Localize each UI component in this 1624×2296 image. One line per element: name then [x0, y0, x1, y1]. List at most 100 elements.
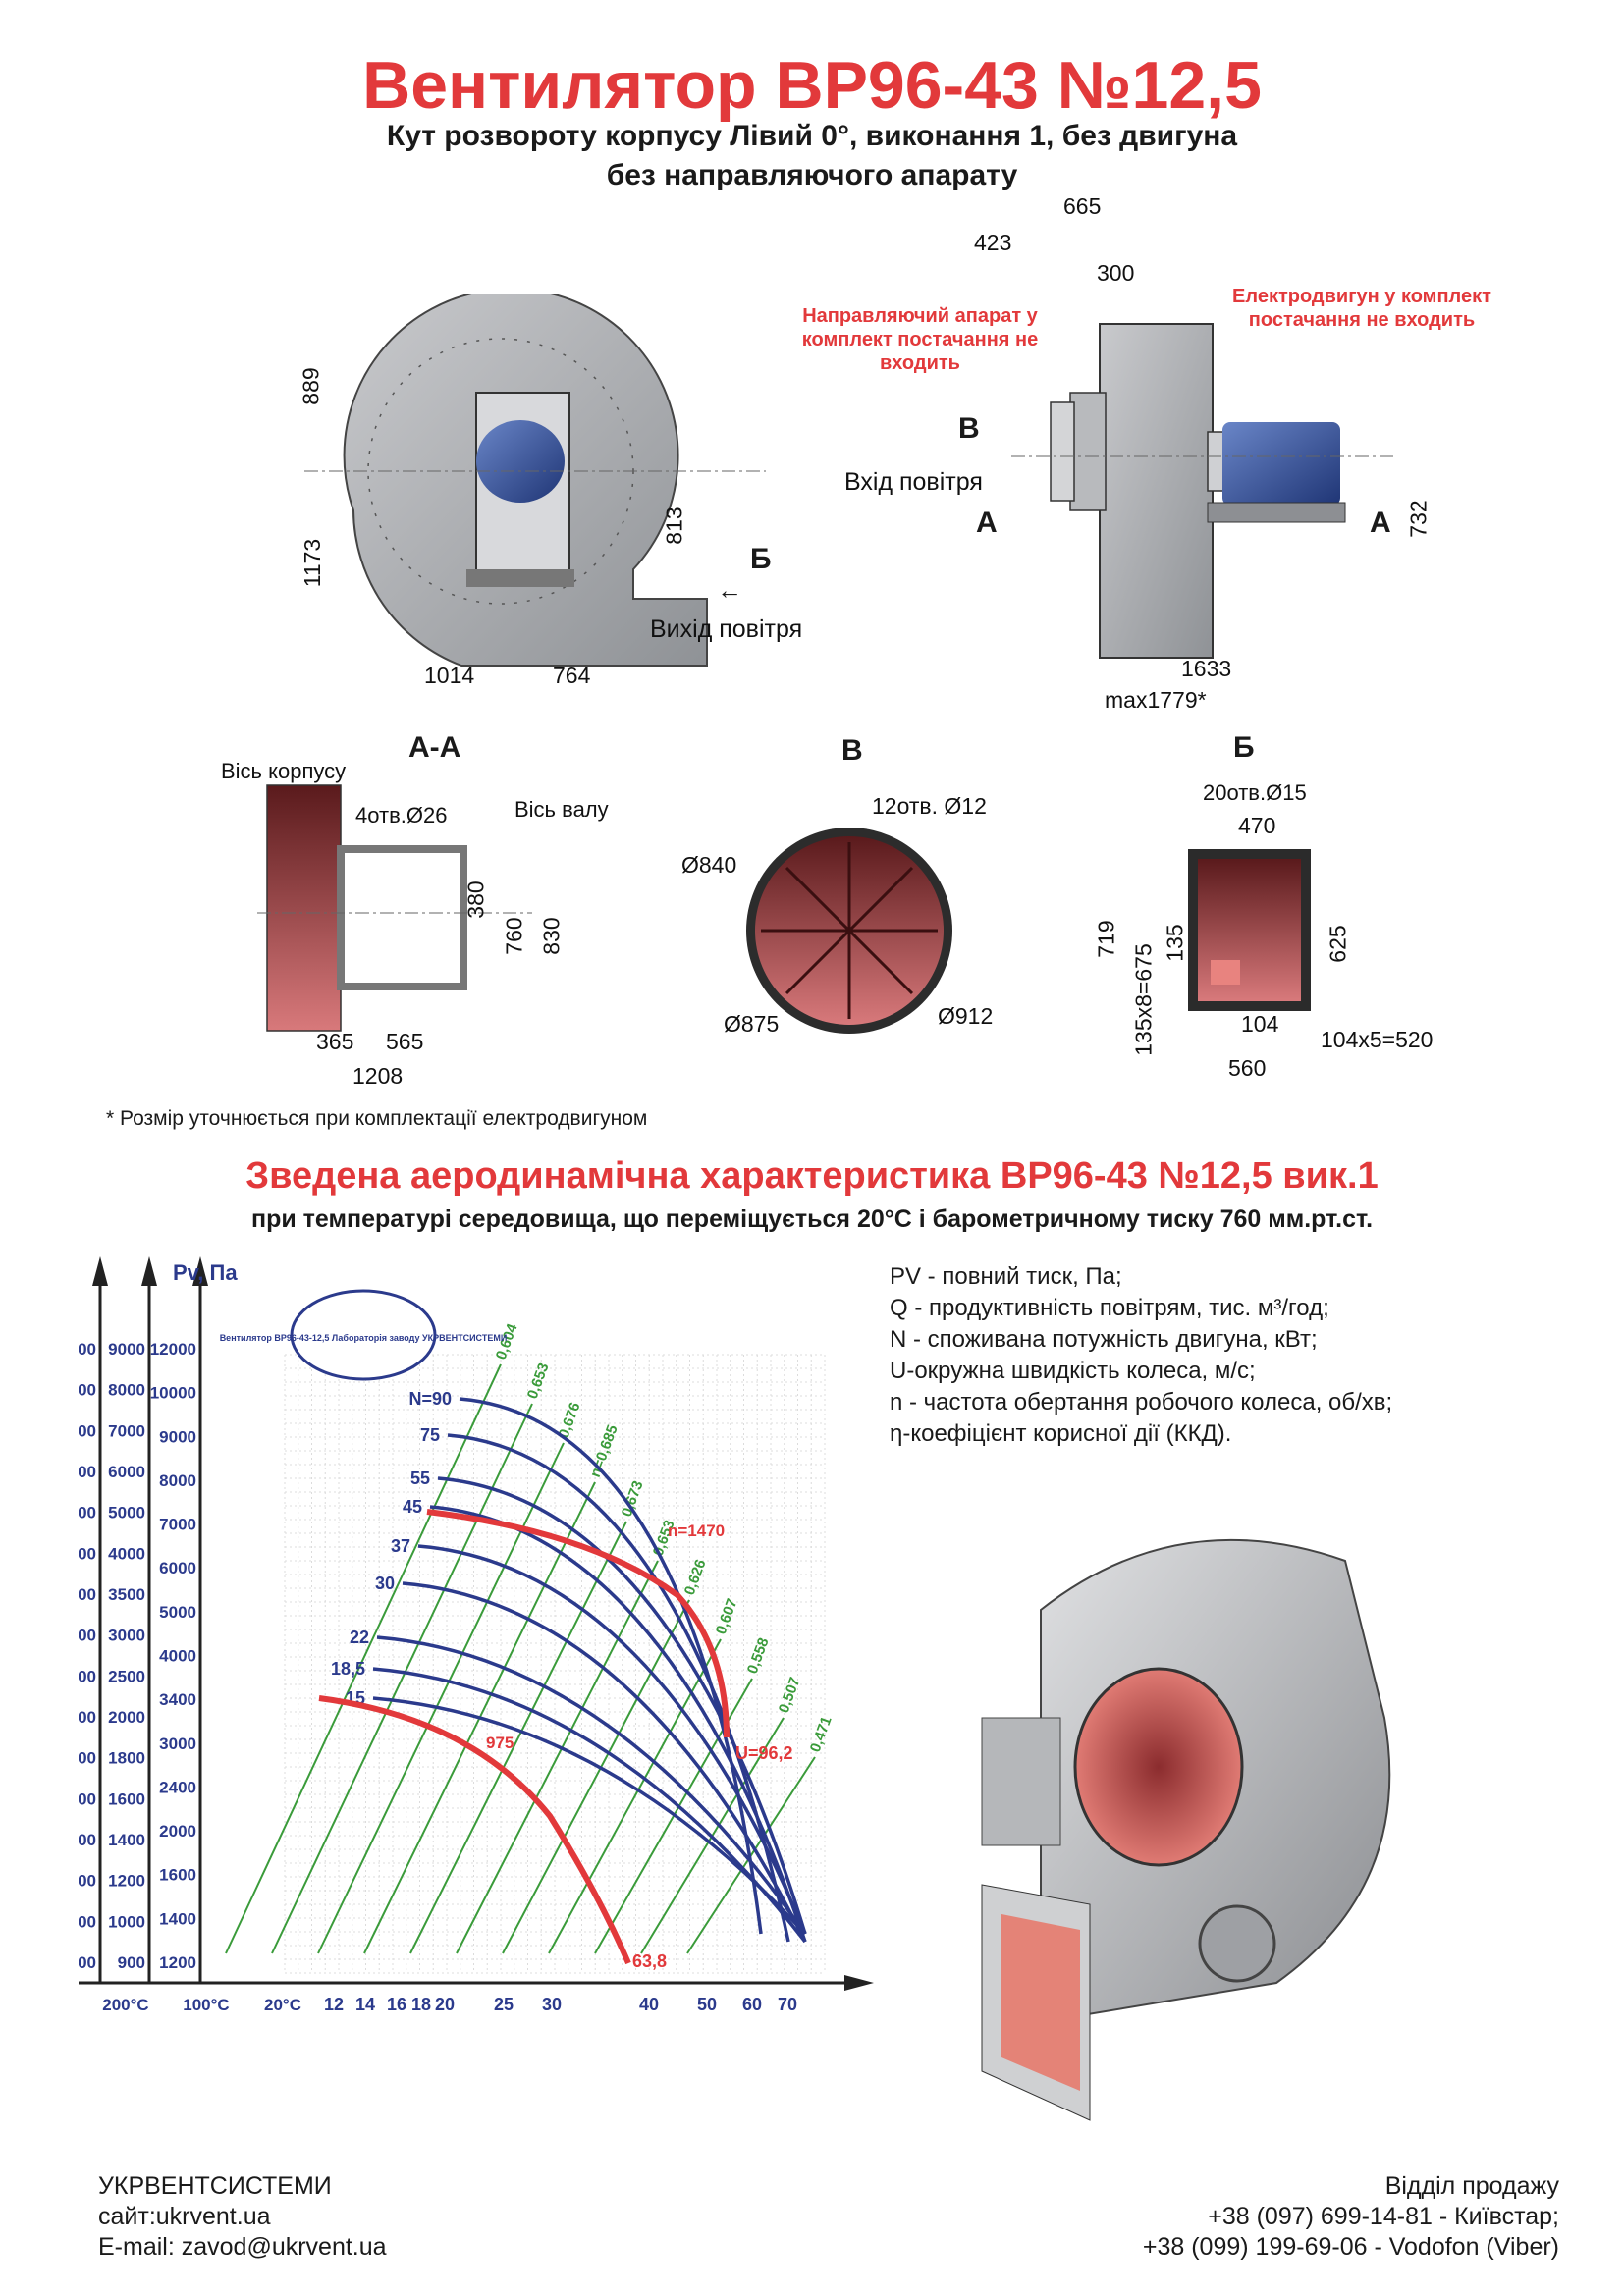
dim-830: 830	[538, 917, 565, 955]
dim-1208: 1208	[352, 1063, 404, 1089]
y-tick-label: 900	[118, 1953, 145, 1972]
y-tick-label: 1600	[79, 1708, 96, 1727]
power-label: 30	[375, 1574, 395, 1593]
legend-item: PV - повний тиск, Па;	[890, 1263, 1122, 1290]
x-tick-label: 12	[324, 1995, 344, 2014]
x-temp-label: 20°С	[264, 1996, 301, 2014]
x-tick-label: 30	[542, 1995, 562, 2014]
note-guide-vane: Направляючий апарат у комплект постачанн…	[801, 305, 1039, 374]
stamp-text: Вентилятор ВР96-43-12,5 Лабораторія заво…	[220, 1333, 508, 1343]
efficiency-line	[225, 1363, 502, 1954]
front-view-drawing	[304, 294, 766, 667]
y-tick-label: 10000	[150, 1384, 196, 1403]
section-aa-title: А-А	[408, 731, 461, 764]
y-tick-label: 2000	[108, 1708, 145, 1727]
y-tick-label: 5000	[159, 1603, 196, 1622]
y-tick-label: 2400	[159, 1778, 196, 1796]
section-b-drawing	[1188, 849, 1311, 1011]
holes-b: 20отв.Ø15	[1203, 780, 1307, 805]
holes-aa: 4отв.Ø26	[355, 803, 448, 828]
letter-a-right: А	[1370, 507, 1391, 539]
section-aa-drawing	[257, 784, 532, 1032]
power-label: N=90	[408, 1389, 452, 1409]
dim-1633: 1633	[1181, 656, 1232, 681]
x-tick-label: 40	[639, 1995, 659, 2014]
efficiency-label: 0,507	[776, 1675, 804, 1715]
power-label: 22	[350, 1628, 369, 1647]
dim-104x5: 104x5=520	[1321, 1027, 1434, 1052]
efficiency-label: η=0,685	[587, 1422, 622, 1479]
power-curve	[372, 1696, 807, 1936]
dim-300: 300	[1097, 260, 1135, 286]
efficiency-line	[502, 1599, 690, 1954]
y-tick-label: 900	[79, 1872, 96, 1891]
dim-d875: Ø875	[724, 1011, 780, 1037]
efficiency-label: 0,471	[807, 1714, 836, 1754]
label-housing-axis: Вісь корпусу	[221, 759, 347, 783]
legend-item: U-окружна швидкість колеса, м/с;	[890, 1358, 1256, 1384]
arrow-left-icon: ←	[717, 575, 742, 605]
y-tick-label: 2000	[79, 1627, 96, 1645]
x-temp-label: 100°С	[183, 1996, 229, 2014]
dim-813: 813	[661, 507, 687, 545]
axis-arrow-icon	[844, 1975, 874, 1991]
dim-560: 560	[1228, 1055, 1267, 1081]
footer-sales: Відділ продажу	[1384, 2172, 1559, 2200]
x-tick-label: 14	[355, 1995, 375, 2014]
note-motor: Електродвигун у комплект постачання не в…	[1232, 286, 1491, 331]
letter-a-left: А	[976, 507, 998, 539]
power-label: 75	[420, 1425, 440, 1445]
dim-135x8: 135x8=675	[1130, 943, 1157, 1056]
side-view-drawing	[1011, 323, 1394, 659]
dim-889: 889	[298, 367, 324, 405]
power-label: 37	[391, 1536, 410, 1556]
y-tick-label: 1400	[159, 1909, 196, 1928]
y-tick-label: 1200	[79, 1789, 96, 1808]
y-tick-label: 1400	[108, 1831, 145, 1849]
x-tick-label: 18	[411, 1995, 431, 2014]
dim-104: 104	[1241, 1011, 1279, 1037]
y-tick-label: 6000	[108, 1463, 145, 1481]
y-tick-label: 800	[79, 1912, 96, 1931]
dim-1173: 1173	[299, 538, 326, 588]
label-air-in: Вхід повітря	[844, 468, 983, 496]
y-tick-label: 1000	[108, 1912, 145, 1931]
arrow-letter-b: Б	[750, 543, 772, 575]
dim-764: 764	[553, 663, 591, 688]
label-air-out: Вихід повітря	[650, 615, 803, 643]
axis-arrow-icon	[192, 1256, 208, 1286]
y-tick-label: 3000	[108, 1627, 145, 1645]
section-b-title: Б	[1233, 731, 1255, 764]
dim-565: 565	[386, 1029, 424, 1054]
axis-arrow-icon	[141, 1256, 157, 1286]
efficiency-label: 0,558	[744, 1635, 773, 1676]
y-tick-label: 5000	[79, 1421, 96, 1440]
fan-3d-illustration	[981, 1538, 1391, 2121]
y-tick-label: 8000	[159, 1471, 196, 1490]
footer-phone2[interactable]: +38 (099) 199-69-06 - Vodofon (Viber)	[1142, 2233, 1559, 2261]
power-label: 45	[403, 1497, 422, 1517]
footer-email-link[interactable]: E-mail: zavod@ukrvent.ua	[98, 2233, 387, 2261]
footer-company-block: УКРВЕНТСИСТЕМИ сайт:ukrvent.ua E-mail: z…	[98, 2171, 387, 2263]
y-tick-label: 3500	[79, 1504, 96, 1522]
y-tick-label: 1400	[79, 1749, 96, 1768]
footer-site-link[interactable]: сайт:ukrvent.ua	[98, 2203, 271, 2230]
efficiency-line	[271, 1403, 533, 1954]
y-tick-label: 3000	[159, 1735, 196, 1753]
dim-665: 665	[1063, 193, 1102, 219]
y-tick-label: 7000	[108, 1421, 145, 1440]
legend-item: η-коефіцієнт корисної дії (ККД).	[890, 1420, 1232, 1447]
footer-phone1[interactable]: +38 (097) 699-14-81 - Київстар;	[1208, 2203, 1559, 2230]
dim-d840: Ø840	[681, 852, 737, 878]
y-tick-label: 1800	[108, 1749, 145, 1768]
power-curve	[402, 1581, 807, 1943]
y-tick-label: 4000	[108, 1544, 145, 1563]
y-tick-label: 2500	[108, 1667, 145, 1685]
y-tick-label: 1600	[159, 1866, 196, 1885]
power-curve	[437, 1476, 807, 1935]
y-tick-label: 6000	[159, 1559, 196, 1577]
letter-v: В	[958, 412, 980, 445]
power-label: 55	[410, 1468, 430, 1488]
y-tick-label: 1800	[79, 1667, 96, 1685]
x-temp-label: 200°С	[102, 1996, 148, 2014]
